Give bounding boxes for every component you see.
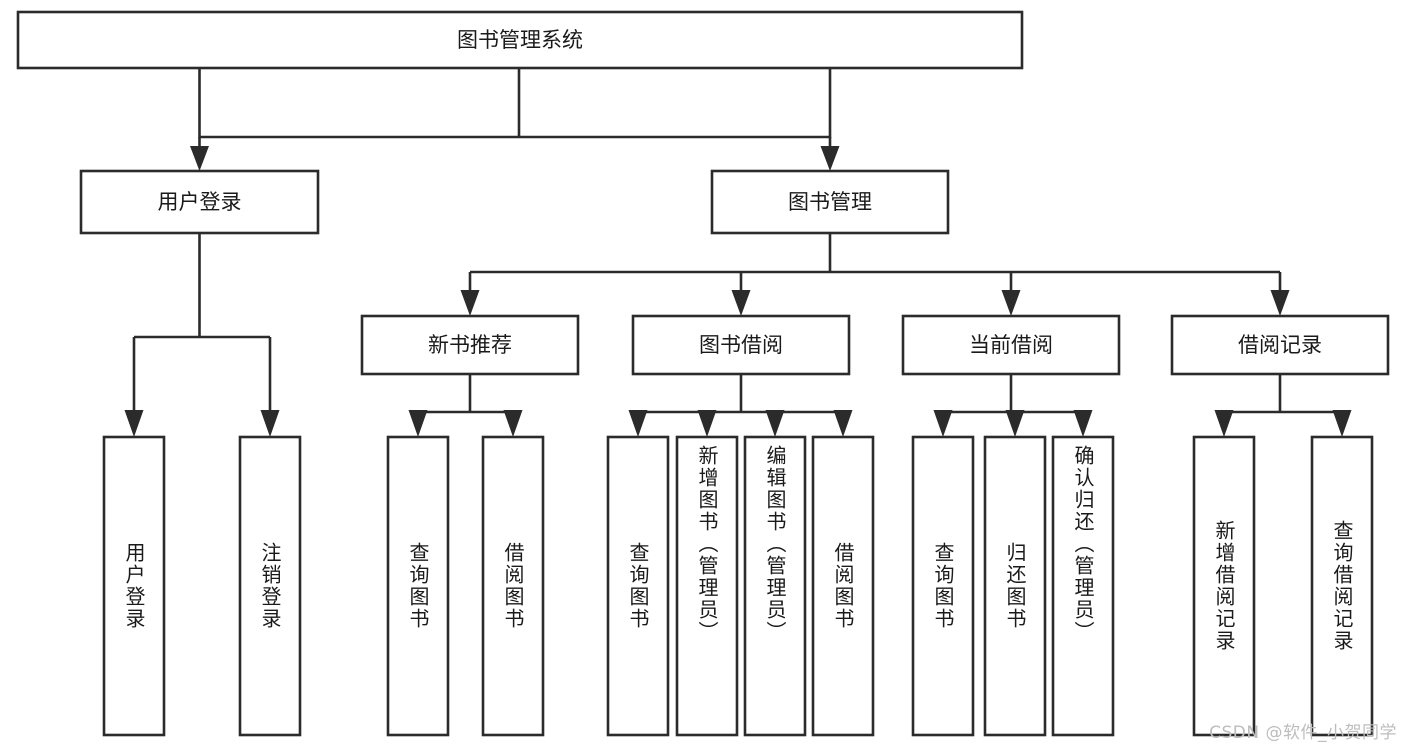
node-book-borrow-box[interactable] bbox=[631, 314, 851, 376]
node-new-book-recommend-label: 新书推荐 bbox=[428, 333, 512, 357]
leaf-node-box[interactable] bbox=[811, 435, 875, 737]
leaf-node-box[interactable] bbox=[983, 435, 1047, 737]
arrow-head-icon bbox=[1270, 290, 1290, 316]
leaf-node-box[interactable] bbox=[743, 435, 807, 737]
arrow-head-icon bbox=[1005, 410, 1025, 437]
arrow-head-icon bbox=[408, 410, 428, 437]
leaf-node-box[interactable] bbox=[675, 435, 739, 737]
leaf-node-box[interactable] bbox=[386, 435, 450, 737]
node-root[interactable]: 图书管理系统 bbox=[16, 10, 1024, 70]
leaf-node-box[interactable] bbox=[1192, 435, 1256, 737]
leaf-node-box[interactable] bbox=[481, 435, 545, 737]
node-borrow-record-label: 借阅记录 bbox=[1238, 333, 1322, 357]
arrow-head-icon bbox=[833, 410, 853, 437]
leaf-node-box[interactable] bbox=[1051, 435, 1115, 737]
node-new-book-recommend[interactable]: 新书推荐 bbox=[360, 314, 580, 376]
arrow-head-icon bbox=[260, 410, 280, 437]
node-book-management-box[interactable] bbox=[710, 169, 950, 235]
node-user-login[interactable]: 用户登录 bbox=[79, 169, 320, 235]
arrow-head-icon bbox=[1001, 290, 1021, 316]
node-borrow-record-box[interactable] bbox=[1170, 314, 1390, 376]
arrow-head-icon bbox=[697, 410, 717, 437]
arrow-head-icon bbox=[1332, 410, 1352, 437]
leaf-box-layer bbox=[102, 435, 1374, 737]
node-book-management-label: 图书管理 bbox=[788, 190, 872, 214]
connector-root-stem bbox=[198, 68, 832, 139]
arrow-head-icon bbox=[503, 410, 523, 437]
watermark-text: CSDN @软件_小贺同学 bbox=[1209, 723, 1397, 743]
node-user-login-label: 用户登录 bbox=[158, 190, 242, 214]
arrow-head-icon bbox=[1214, 410, 1234, 437]
arrow-head-icon bbox=[628, 410, 648, 437]
leaf-node-box[interactable] bbox=[606, 435, 670, 737]
node-root-label: 图书管理系统 bbox=[457, 28, 583, 52]
node-borrow-record[interactable]: 借阅记录 bbox=[1170, 314, 1390, 376]
node-book-management[interactable]: 图书管理 bbox=[710, 169, 950, 235]
arrow-head-icon bbox=[1073, 410, 1093, 437]
arrow-head-icon bbox=[124, 410, 144, 437]
leaf-node-box[interactable] bbox=[911, 435, 975, 737]
node-book-borrow-label: 图书借阅 bbox=[699, 333, 783, 357]
arrow-head-icon bbox=[820, 146, 840, 171]
node-new-book-recommend-box[interactable] bbox=[360, 314, 580, 376]
leaf-node-box[interactable] bbox=[238, 435, 302, 737]
node-current-borrow-box[interactable] bbox=[901, 314, 1121, 376]
node-root-box[interactable] bbox=[16, 10, 1024, 70]
node-current-borrow-label: 当前借阅 bbox=[969, 333, 1053, 357]
arrow-head-icon bbox=[460, 290, 480, 316]
leaf-node-box[interactable] bbox=[1310, 435, 1374, 737]
arrow-head-icon bbox=[190, 146, 209, 171]
arrow-head-icon bbox=[765, 410, 785, 437]
connector-layer bbox=[124, 68, 1352, 437]
leaf-node-box[interactable] bbox=[102, 435, 166, 737]
arrow-head-icon bbox=[933, 410, 953, 437]
node-user-login-box[interactable] bbox=[79, 169, 320, 235]
arrow-head-icon bbox=[731, 290, 751, 316]
node-book-borrow[interactable]: 图书借阅 bbox=[631, 314, 851, 376]
node-current-borrow[interactable]: 当前借阅 bbox=[901, 314, 1121, 376]
